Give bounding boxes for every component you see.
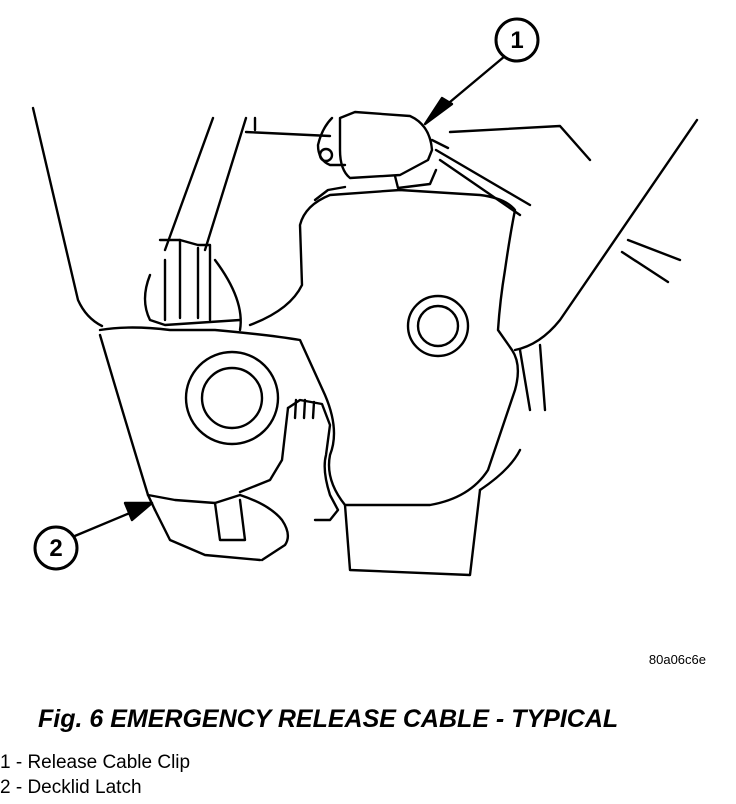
- mounting-bolt-left: [184, 350, 280, 446]
- release-cable-clip: [316, 110, 532, 217]
- callout-1: 1: [423, 17, 540, 126]
- decklid-panel-left: [31, 106, 248, 328]
- bracket-left: [143, 238, 242, 332]
- callout-2: 2: [33, 501, 154, 571]
- callout-1-number: 1: [510, 27, 523, 54]
- legend-item-1: 1 - Release Cable Clip: [0, 752, 191, 773]
- legend-item-2: 2 - Decklid Latch: [0, 777, 142, 798]
- mounting-bolt-right: [406, 294, 470, 358]
- latch-body: [98, 185, 522, 577]
- figure-caption: Fig. 6 EMERGENCY RELEASE CABLE - TYPICAL: [38, 705, 619, 733]
- callout-2-number: 2: [49, 535, 62, 562]
- back-plate: [244, 116, 592, 162]
- figure-id: 80a06c6e: [648, 652, 706, 667]
- decklid-panel-right: [513, 118, 699, 412]
- latch-diagram: 1 2: [31, 17, 699, 577]
- callout-legend: 1 - Release Cable Clip 2 - Decklid Latch: [0, 750, 190, 800]
- latch-ratchet: [213, 398, 340, 562]
